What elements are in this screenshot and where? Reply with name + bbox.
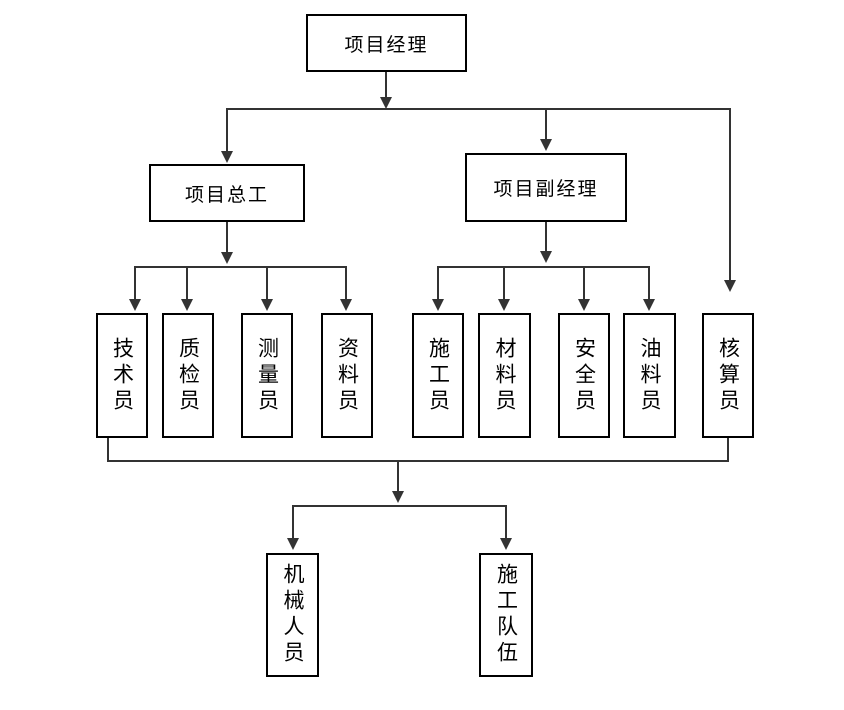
connector-drop-safety (583, 266, 585, 299)
arrowhead-collector (392, 491, 404, 503)
node-accountant: 核算员 (702, 313, 754, 438)
connector-root-stem (385, 72, 387, 98)
node-safety-officer: 安全员 (558, 313, 610, 438)
arrowhead-fuel (643, 299, 655, 311)
connector-collector-right (727, 438, 729, 462)
node-deputy-manager-label: 项目副经理 (493, 179, 599, 200)
node-construction-team: 施工队伍 (479, 553, 533, 677)
node-material-clerk-label: 材料员 (493, 336, 517, 415)
arrowhead-technician (129, 299, 141, 311)
connector-collector-rail (107, 460, 729, 462)
connector-drop-material (503, 266, 505, 299)
connector-collector-stem (397, 462, 399, 491)
node-surveyor-label: 测量员 (255, 336, 280, 415)
connector-drop-surveyor (266, 266, 268, 299)
arrowhead-chief-stem (221, 252, 233, 264)
arrowhead-material (498, 299, 510, 311)
node-deputy-manager: 项目副经理 (465, 153, 627, 222)
connector-drop-chief (226, 108, 228, 151)
connector-drop-document (345, 266, 347, 299)
arrowhead-construction (432, 299, 444, 311)
arrowhead-quality (181, 299, 193, 311)
node-project-manager-label: 项目经理 (344, 34, 429, 56)
node-quality-inspector-label: 质检员 (176, 336, 201, 415)
connector-top-rail (226, 108, 731, 110)
connector-drop-fuel (648, 266, 650, 299)
node-technician: 技术员 (96, 313, 148, 438)
connector-right-rail (438, 266, 650, 268)
node-construction-worker-label: 施工员 (426, 336, 451, 415)
connector-left-rail (135, 266, 347, 268)
node-chief-engineer-label: 项目总工 (184, 184, 269, 206)
node-safety-officer-label: 安全员 (572, 336, 597, 415)
node-material-clerk: 材料员 (478, 313, 531, 438)
node-project-manager: 项目经理 (306, 14, 467, 72)
arrowhead-chief (221, 151, 233, 163)
node-technician-label: 技术员 (110, 336, 135, 415)
arrowhead-accountant (724, 280, 736, 292)
connector-chief-stem (226, 222, 228, 252)
node-construction-team-label: 施工队伍 (494, 563, 519, 667)
node-construction-worker: 施工员 (412, 313, 464, 438)
connector-drop-accountant (729, 108, 731, 280)
connector-drop-technician (134, 266, 136, 299)
arrowhead-deputy-stem (540, 251, 552, 263)
connector-deputy-stem (545, 222, 547, 251)
node-machinery-personnel-label: 机械人员 (281, 563, 305, 667)
connector-drop-deputy (545, 108, 547, 139)
node-fuel-clerk-label: 油料员 (638, 336, 662, 415)
node-document-clerk: 资料员 (321, 313, 373, 438)
connector-teams-rail (293, 505, 507, 507)
node-fuel-clerk: 油料员 (623, 313, 676, 438)
node-document-clerk-label: 资料员 (335, 336, 360, 415)
connector-drop-construction (437, 266, 439, 299)
connector-drop-quality (186, 266, 188, 299)
arrowhead-safety (578, 299, 590, 311)
arrowhead-team (500, 538, 512, 550)
node-machinery-personnel: 机械人员 (266, 553, 319, 677)
node-quality-inspector: 质检员 (162, 313, 214, 438)
arrowhead-root (380, 97, 392, 109)
arrowhead-machinery (287, 538, 299, 550)
connector-drop-team (505, 505, 507, 538)
arrowhead-document (340, 299, 352, 311)
arrowhead-surveyor (261, 299, 273, 311)
connector-collector-left (107, 438, 109, 462)
node-chief-engineer: 项目总工 (149, 164, 305, 222)
arrowhead-deputy (540, 139, 552, 151)
connector-drop-machinery (292, 505, 294, 538)
node-surveyor: 测量员 (241, 313, 293, 438)
node-accountant-label: 核算员 (716, 336, 741, 415)
